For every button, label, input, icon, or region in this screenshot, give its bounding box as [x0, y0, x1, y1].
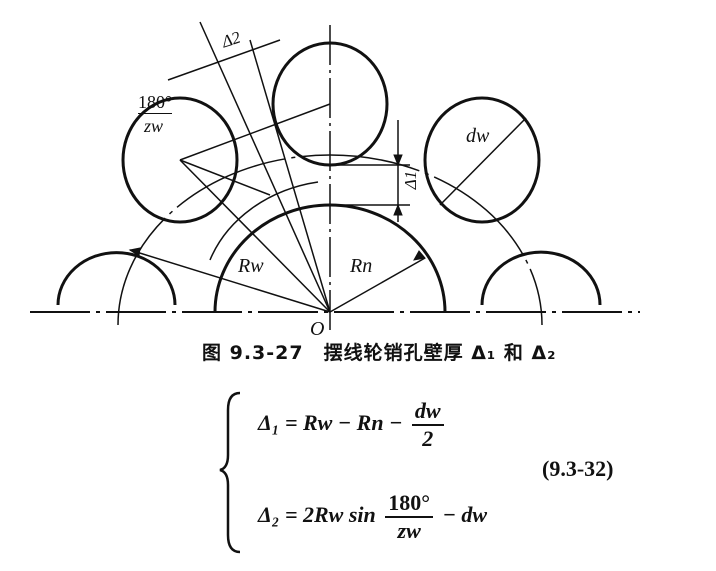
eq2-denominator: zw — [397, 518, 421, 543]
pin-hole-right — [423, 96, 541, 224]
eq1-lhs: Δ₁ = Rw − Rn − — [258, 410, 403, 436]
pin-hole-bottom-left — [56, 251, 177, 306]
pin-hole-left — [121, 96, 239, 224]
rw-label: Rw — [238, 255, 264, 277]
figure-caption: 图 9.3-27 摆线轮销孔壁厚 Δ₁ 和 Δ₂ — [202, 342, 557, 364]
eq1-numerator: dw — [411, 398, 444, 426]
rw-radius-line — [129, 249, 331, 313]
angle-denominator: zw — [144, 116, 164, 136]
eq2-rhs: − dw — [442, 502, 488, 528]
rn-circle — [213, 203, 447, 313]
origin-label: O — [310, 318, 325, 340]
rn-label: Rn — [350, 255, 373, 277]
delta2-dim — [167, 39, 281, 81]
dw-label: dw — [466, 125, 490, 147]
eq2-lhs: Δ₂ = 2Rw sin — [258, 502, 376, 528]
rn-radius-line — [329, 257, 426, 313]
eq1-denominator: 2 — [422, 426, 434, 451]
rw-arc — [117, 154, 543, 326]
eq2-numerator: 180° — [385, 490, 434, 518]
angle-numerator: 180° — [138, 92, 173, 114]
equation-number: (9.3-32) — [542, 456, 614, 481]
pin-hole-top — [271, 41, 389, 167]
equation-2: Δ₂ = 2Rw sin 180°zw − dw — [258, 490, 487, 544]
pin-hole-bottom-right — [480, 250, 602, 306]
dw-dim — [439, 117, 527, 206]
